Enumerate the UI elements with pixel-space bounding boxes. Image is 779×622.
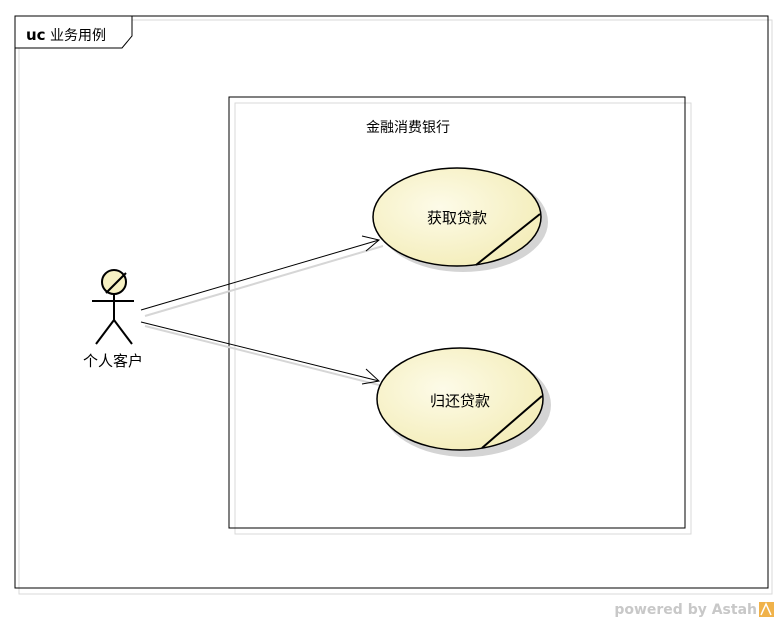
system-boundary-shadow bbox=[234, 102, 692, 535]
use-case-ellipse bbox=[376, 347, 544, 451]
association-repay-loan-arrowhead bbox=[361, 368, 381, 385]
use-case-repay-loan[interactable]: 归还贷款 bbox=[376, 347, 551, 457]
use-case-business-mark bbox=[475, 213, 541, 266]
use-case-label: 归还贷款 bbox=[430, 392, 490, 410]
association-get-loan[interactable] bbox=[140, 239, 380, 311]
frame-shadow bbox=[18, 19, 773, 595]
actor-left-leg bbox=[95, 319, 115, 345]
use-case-get-loan[interactable]: 获取贷款 bbox=[372, 167, 548, 272]
use-case-business-mark bbox=[481, 395, 543, 449]
association-shadow-2 bbox=[144, 325, 384, 387]
astah-logo-icon bbox=[759, 602, 774, 617]
actor-label: 个人客户 bbox=[83, 352, 143, 370]
association-repay-loan[interactable] bbox=[140, 321, 380, 382]
actor-head bbox=[101, 269, 127, 295]
use-case-ellipse bbox=[372, 167, 542, 267]
astah-watermark: powered by Astah bbox=[614, 602, 757, 618]
actor-business-mark bbox=[105, 272, 127, 294]
system-name: 金融消费银行 bbox=[366, 120, 450, 136]
association-shadow-1 bbox=[144, 245, 384, 317]
use-case-label: 获取贷款 bbox=[427, 209, 487, 227]
actor-personal-customer[interactable]: 个人客户 bbox=[83, 269, 143, 370]
association-get-loan-arrowhead bbox=[361, 235, 381, 252]
actor-right-leg bbox=[113, 319, 133, 345]
frame-name-tab bbox=[14, 15, 133, 49]
system-boundary[interactable] bbox=[228, 96, 686, 529]
uc-frame[interactable] bbox=[14, 15, 769, 589]
frame-keyword: uc bbox=[26, 26, 46, 44]
frame-name: 业务用例 bbox=[50, 28, 106, 44]
